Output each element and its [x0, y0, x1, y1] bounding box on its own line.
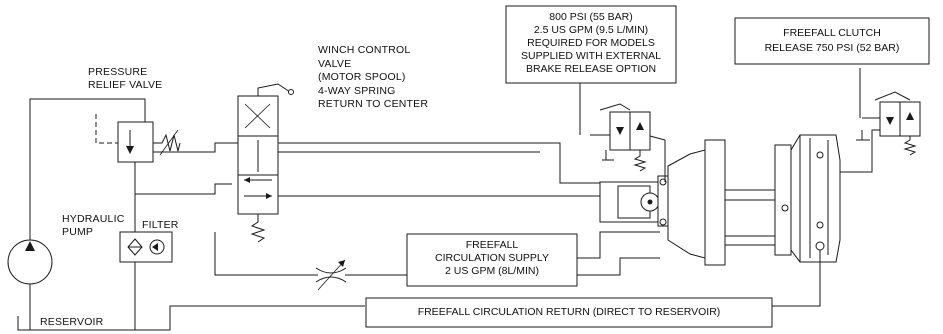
hydraulic-pump-label: HYDRAULIC PUMP	[62, 213, 125, 238]
reservoir-label: RESERVOIR	[40, 316, 104, 328]
freefall-supply-connector	[576, 231, 660, 259]
hydraulic-pump-symbol	[7, 239, 53, 330]
freefall-clutch-valve-symbol	[840, 68, 921, 173]
winch-control-valve-symbol	[237, 83, 600, 243]
return-line	[134, 183, 660, 276]
pressure-line	[29, 98, 618, 240]
brake-release-note: 800 PSI (55 BAR) 2.5 US GPM (9.5 L/MIN) …	[520, 11, 662, 75]
brake-release-note-box	[505, 5, 677, 84]
freefall-clutch-note: FREEFALL CLUTCH RELEASE 750 PSI (52 BAR)	[764, 27, 900, 54]
filter-symbol	[119, 231, 173, 330]
filter-label: FILTER	[142, 219, 179, 231]
freefall-supply-note: FREEFALL CIRCULATION SUPPLY 2 US GPM (8L…	[435, 239, 549, 277]
freefall-return-note: FREEFALL CIRCULATION RETURN (DIRECT TO R…	[417, 306, 721, 318]
winch-drum	[667, 134, 841, 266]
freefall-return-line	[169, 250, 821, 316]
freefall-return-note-box	[365, 297, 773, 328]
brake-release-valve-symbol	[579, 80, 666, 182]
reservoir-tank	[17, 316, 171, 331]
freefall-clutch-note-box	[734, 17, 930, 65]
winch-control-valve-label: WINCH CONTROL VALVE (MOTOR SPOOL) 4-WAY …	[318, 44, 429, 110]
flow-restrictor-symbol	[315, 259, 347, 291]
winch-motor	[599, 175, 669, 227]
freefall-supply-note-box	[406, 233, 578, 287]
pressure-relief-valve-symbol	[95, 114, 181, 225]
pressure-relief-valve-label: PRESSURE RELIEF VALVE	[88, 66, 163, 91]
